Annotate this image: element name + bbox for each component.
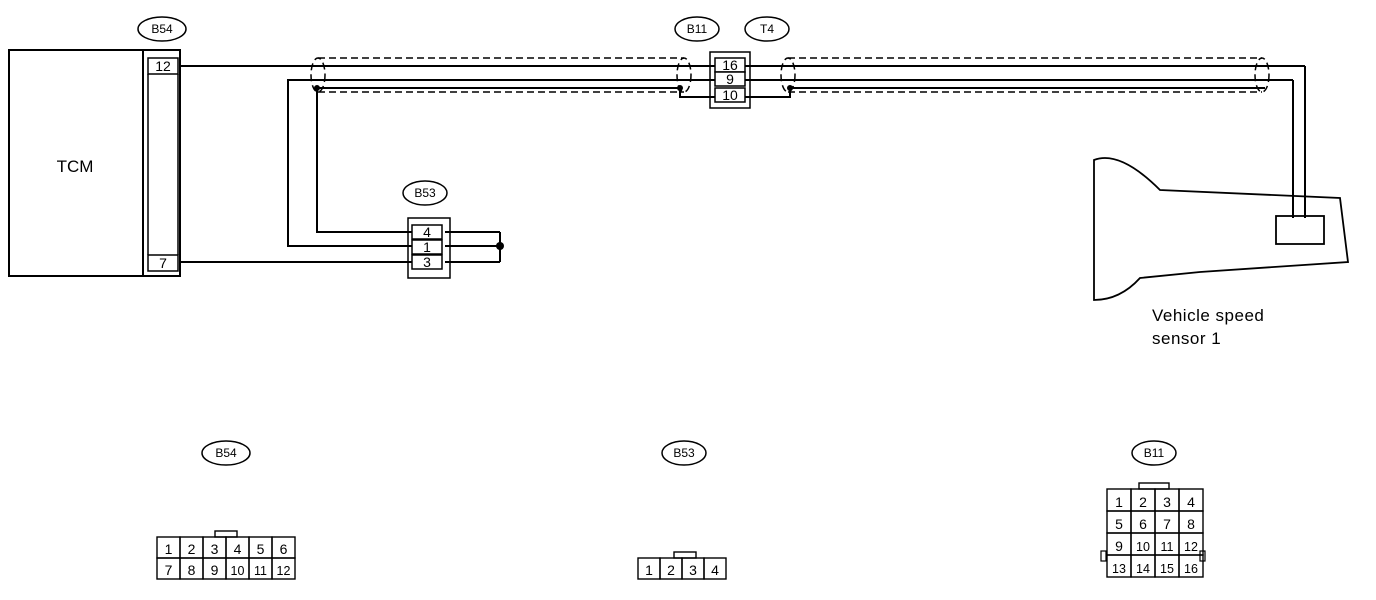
b54-pin-label: 9	[211, 562, 219, 578]
b11-pin-label: 12	[1184, 540, 1198, 554]
b54-pin-label: 8	[188, 562, 196, 578]
b53-pin-label: 2	[667, 562, 675, 578]
b11-pin-label: 13	[1112, 562, 1126, 576]
speed-sensor	[1275, 215, 1325, 245]
b54-top-connector: B54 12 7	[137, 16, 187, 272]
b54-pin-label: 12	[277, 564, 291, 578]
b53-pin-4: 4	[423, 224, 431, 240]
b53-pin-label: 4	[711, 562, 719, 578]
b54-pin-label: 4	[234, 541, 242, 557]
b53-pin-label: 1	[645, 562, 653, 578]
b54-pin-7: 7	[159, 255, 167, 271]
b54-pin-label: 11	[254, 564, 267, 578]
b11-pin-label: 9	[1115, 538, 1123, 554]
t4-connector: T4 16 9 10	[709, 16, 790, 109]
t4-pin-9: 9	[726, 71, 734, 87]
b54-pin-cell	[271, 557, 296, 580]
transmission-housing	[1093, 157, 1350, 301]
b53-pin-1: 1	[423, 239, 431, 255]
b11-pin-label: 6	[1139, 516, 1147, 532]
shield-right	[780, 57, 1270, 93]
shield-left	[310, 57, 692, 93]
b11-pin-label: 2	[1139, 494, 1147, 510]
b54-pin-label: 6	[280, 541, 288, 557]
b53-pin-label: 3	[689, 562, 697, 578]
b11-top-id-bubble: B11	[674, 16, 720, 42]
b53-pin-cell	[703, 557, 727, 580]
t4-pin-16: 16	[722, 57, 738, 73]
b53-view-id: B53	[673, 446, 695, 460]
b54-top-id: B54	[151, 22, 173, 36]
sensor-label-line2: sensor 1	[1152, 329, 1221, 348]
b11-pin-label: 16	[1184, 562, 1198, 576]
b11-pin-label: 10	[1136, 540, 1150, 554]
t4-id: T4	[760, 22, 774, 36]
b54-pin-label: 2	[188, 541, 196, 557]
b54-pin-label: 7	[165, 562, 173, 578]
b11-pin-label: 5	[1115, 516, 1123, 532]
b11-view-id: B11	[1144, 446, 1165, 460]
b11-top-id: B11	[687, 22, 708, 36]
b11-pin-cell	[1178, 554, 1204, 578]
b11-pin-label: 7	[1163, 516, 1171, 532]
b54-pin-12: 12	[155, 58, 171, 74]
b54-pin-label: 10	[231, 564, 245, 578]
b11-pin-label: 8	[1187, 516, 1195, 532]
b54-pin-label: 3	[211, 541, 219, 557]
tcm-label: TCM	[57, 157, 94, 176]
shield-dot-left	[314, 85, 320, 91]
b11-pin-label: 3	[1163, 494, 1171, 510]
tcm-module: TCM	[8, 49, 181, 277]
b53-pin-3: 3	[423, 254, 431, 270]
b11-pin-label: 1	[1115, 494, 1123, 510]
b11-pin-label: 11	[1161, 540, 1174, 554]
b54-view-id: B54	[215, 446, 237, 460]
t4-pin-10: 10	[722, 87, 738, 103]
sensor-label-line1: Vehicle speed	[1152, 306, 1264, 325]
b54-pin-label: 5	[257, 541, 265, 557]
b54-pin-label: 1	[165, 541, 173, 557]
b53-top-connector: B53 4 1 3	[402, 180, 451, 279]
b11-pin-label: 14	[1136, 562, 1150, 576]
junction-dot	[496, 242, 504, 250]
b11-pin-label: 4	[1187, 494, 1195, 510]
b11-pin-label: 15	[1160, 562, 1174, 576]
b53-top-id: B53	[414, 186, 436, 200]
